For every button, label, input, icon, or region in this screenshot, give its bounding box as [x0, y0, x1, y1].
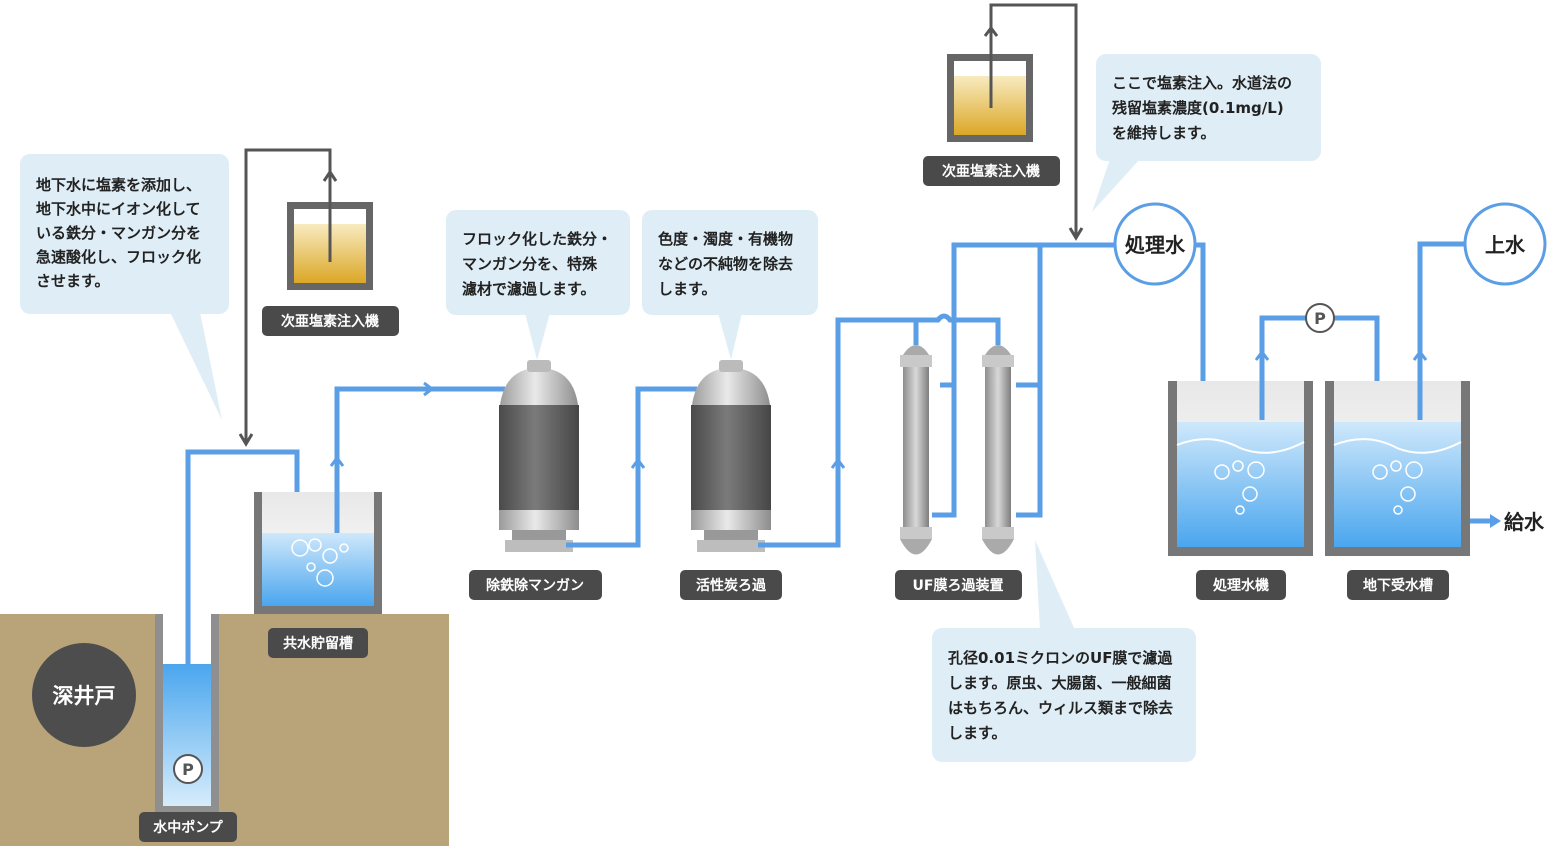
svg-text:色度・濁度・有機物 などの不純物を除去: 色度・濁度・有機物 などの不純物を除去 します。 — [658, 230, 798, 298]
treated-water-node: 処理水 — [1113, 202, 1197, 286]
label-chlorinator-2-text: 次亜塩素注入機 — [942, 163, 1040, 180]
callout-5-line: ここで塩素注入。水道法の — [1112, 74, 1292, 92]
callout-3-line: などの不純物を除去 — [658, 255, 793, 273]
callout-residual-chlorine: ここで塩素注入。水道法の 残留塩素濃度(0.1mg/L) を維持します。 — [1092, 54, 1321, 212]
supply-label: 給水 — [1504, 510, 1545, 534]
activated-carbon-vessel — [691, 360, 771, 552]
svg-text:地下水に塩素を添加し、 地下水中にイオン化して: 地下水に塩素を添加し、 地下水中にイオン化して いる鉄分・マンガン分を 急速酸化… — [36, 176, 206, 290]
callout-2-line: 濾材で濾過します。 — [462, 280, 596, 298]
pipe-to-elevated — [1417, 241, 1465, 420]
deep-well-label: 深井戸 — [53, 684, 116, 708]
label-uf-unit: UF膜ろ過装置 — [895, 570, 1022, 600]
transfer-pump-symbol: P — [1314, 309, 1326, 328]
callout-3-line: します。 — [658, 280, 717, 298]
elevated-water-label: 上水 — [1485, 233, 1526, 257]
svg-text:フロック化した鉄分・ マンガン分を、特殊: フロック化した鉄分・ マンガン分を、特殊 濾材で濾過します。 — [462, 230, 617, 298]
callout-3-line: 色度・濁度・有機物 — [658, 230, 793, 248]
chlorine-line-2 — [989, 3, 1078, 238]
callout-4-line: します。原虫、大腸菌、一般細菌 — [948, 674, 1172, 692]
callout-4-line: 孔径0.01ミクロンのUF膜で濾過 — [948, 649, 1173, 667]
callout-4-line: します。 — [948, 724, 1007, 742]
label-pump: 水中ポンプ — [139, 812, 237, 842]
chlorinator-1 — [287, 169, 373, 290]
callout-1-line: 地下水中にイオン化して — [36, 200, 201, 218]
label-treated-tank-text: 処理水機 — [1212, 577, 1269, 594]
iron-removal-vessel — [499, 360, 579, 552]
callout-1-line: させます。 — [36, 272, 110, 290]
underground-tank — [1325, 381, 1470, 556]
label-storage-tank: 共水貯留槽 — [268, 628, 368, 658]
label-activated-carbon-text: 活性炭ろ過 — [696, 577, 767, 594]
label-storage-tank-text: 共水貯留槽 — [283, 635, 353, 652]
label-chlorinator-1-text: 次亜塩素注入機 — [281, 313, 379, 330]
chlorine-line-1 — [244, 148, 332, 444]
submersible-pump-symbol: P — [182, 760, 194, 779]
label-underground-tank-text: 地下受水槽 — [1363, 577, 1433, 594]
label-iron-removal: 除鉄除マンガン — [469, 570, 602, 600]
uf-module-2 — [982, 345, 1014, 555]
callout-1-line: いる鉄分・マンガン分を — [36, 224, 201, 242]
label-iron-removal-text: 除鉄除マンガン — [486, 577, 584, 594]
label-treated-tank: 処理水機 — [1196, 570, 1286, 600]
callout-chlorine-oxidation: 地下水に塩素を添加し、 地下水中にイオン化して いる鉄分・マンガン分を 急速酸化… — [20, 154, 229, 420]
pipe-tank-to-iron — [334, 386, 505, 533]
submersible-pump-icon — [173, 754, 203, 784]
callout-carbon-filter: 色度・濁度・有機物 などの不純物を除去 します。 — [642, 210, 818, 360]
svg-text:孔径0.01ミクロンのUF膜で濾過 します。原虫: 孔径0.01ミクロンのUF膜で濾過 します。原虫、大腸菌、一般細菌 はもちろん、… — [948, 649, 1178, 742]
callout-uf-membrane: 孔径0.01ミクロンのUF膜で濾過 します。原虫、大腸菌、一般細菌 はもちろん、… — [932, 540, 1196, 762]
label-chlorinator-1: 次亜塩素注入機 — [262, 306, 399, 336]
callout-5-line: 残留塩素濃度(0.1mg/L) — [1112, 99, 1284, 117]
deep-well: 深井戸 — [32, 643, 136, 747]
storage-tank — [254, 492, 382, 614]
pipe-iron-to-carbon — [566, 386, 697, 548]
pipe-uf-outlet — [940, 242, 1206, 420]
callout-1-line: 地下水に塩素を添加し、 — [36, 176, 201, 194]
svg-text:ここで塩素注入。水道法の 残留塩素濃度(0.1m: ここで塩素注入。水道法の 残留塩素濃度(0.1mg/L) を維持します。 — [1112, 74, 1297, 142]
label-underground-tank: 地下受水槽 — [1347, 570, 1449, 600]
callout-2-line: マンガン分を、特殊 — [462, 255, 598, 273]
elevated-water-node: 上水 — [1463, 202, 1547, 286]
callout-iron-filter: フロック化した鉄分・ マンガン分を、特殊 濾材で濾過します。 — [446, 210, 630, 360]
treated-water-label: 処理水 — [1125, 233, 1186, 257]
pipe-carbon-to-uf — [758, 313, 1001, 548]
treated-water-tank — [1168, 381, 1313, 556]
uf-module-1 — [900, 345, 932, 555]
transfer-pump-icon — [1305, 303, 1335, 333]
callout-1-line: 急速酸化し、フロック化 — [36, 248, 201, 266]
label-chlorinator-2: 次亜塩素注入機 — [923, 156, 1060, 186]
well-casing: P — [155, 614, 219, 814]
label-activated-carbon: 活性炭ろ過 — [680, 570, 782, 600]
label-uf-unit-text: UF膜ろ過装置 — [913, 577, 1004, 594]
chlorinator-2 — [947, 25, 1033, 142]
label-pump-text: 水中ポンプ — [153, 819, 224, 836]
pipe-well-to-tank — [185, 449, 300, 664]
callout-2-line: フロック化した鉄分・ — [462, 230, 612, 248]
callout-4-line: はもちろん、ウィルス類まで除去 — [948, 699, 1173, 717]
callout-5-line: を維持します。 — [1112, 124, 1216, 142]
